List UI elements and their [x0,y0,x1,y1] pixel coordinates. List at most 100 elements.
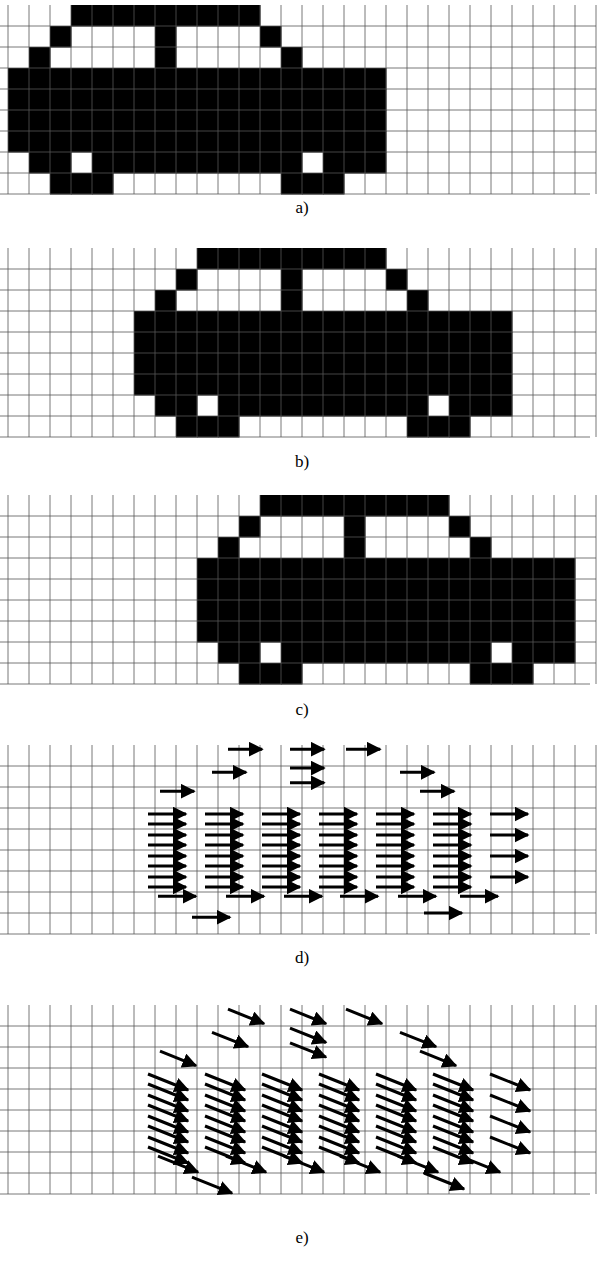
car-pixel [344,642,366,664]
car-pixel [470,558,492,580]
grid-line [239,1005,240,1194]
car-pixel [407,290,429,312]
car-pixel [71,89,93,111]
grid-line [8,248,9,437]
grid-line [0,26,596,27]
motion-arrow [319,876,357,879]
car-pixel [155,353,177,375]
grid-panel [0,248,596,438]
car-pixel [407,579,429,601]
motion-arrow [262,876,300,879]
motion-arrow [376,844,414,847]
motion-arrow [376,876,414,879]
car-pixel [470,621,492,643]
car-pixel [281,68,303,90]
car-pixel [470,353,492,375]
car-pixel [281,290,303,312]
car-pixel [239,5,261,27]
car-pixel [323,353,345,375]
grid-line [197,248,198,437]
car-pixel [365,89,387,111]
car-pixel [218,395,240,417]
car-pixel [470,374,492,396]
motion-arrow [490,876,528,879]
motion-arrow [490,1095,530,1111]
motion-arrow [205,855,243,858]
car-pixel [155,68,177,90]
car-pixel [155,311,177,333]
grid-line [491,495,492,684]
motion-arrow [212,771,246,774]
car-pixel [260,131,282,153]
car-pixel [470,537,492,559]
car-pixel [218,248,240,270]
car-pixel [197,332,219,354]
car-pixel [554,600,576,622]
car-pixel [428,416,450,438]
panel-label: c) [0,700,604,720]
car-pixel [113,89,135,111]
grid-line [71,5,72,194]
car-pixel [281,579,303,601]
grid-line [50,5,51,194]
grid-line [0,68,596,69]
car-pixel [155,47,177,69]
motion-arrow [376,813,414,816]
car-pixel [302,173,324,195]
grid-line [134,495,135,684]
grid-line [0,290,596,291]
motion-arrow [319,886,357,889]
car-pixel [428,495,450,517]
grid-line [0,1026,596,1027]
car-pixel [260,68,282,90]
grid-line [323,1005,324,1194]
car-pixel [386,642,408,664]
grid-line [386,495,387,684]
grid-line [197,745,198,934]
grid-line [71,1005,72,1194]
grid-line [365,495,366,684]
motion-arrow [192,1177,232,1193]
car-pixel [176,131,198,153]
car-pixel [218,353,240,375]
grid-line [0,1194,590,1195]
grid-line [281,248,282,437]
grid-line [239,495,240,684]
car-pixel [260,311,282,333]
car-pixel [344,131,366,153]
motion-arrow [284,1156,324,1172]
motion-arrow [148,855,186,858]
grid-line [0,131,596,132]
motion-arrow [433,844,471,847]
car-pixel [323,642,345,664]
car-pixel [134,152,156,174]
car-pixel [281,558,303,580]
car-pixel [323,152,345,174]
motion-arrow [284,895,322,898]
motion-arrow [376,865,414,868]
grid-line [0,332,596,333]
grid-line [155,5,156,194]
grid-line [218,5,219,194]
car-pixel [92,110,114,132]
motion-arrow [490,855,528,858]
grid-line [575,248,576,437]
car-pixel [218,110,240,132]
car-pixel [197,416,219,438]
motion-arrow [228,1009,264,1023]
motion-arrow [460,1156,500,1172]
car-pixel [323,579,345,601]
car-pixel [50,26,72,48]
car-pixel [71,173,93,195]
car-pixel [71,131,93,153]
car-pixel [92,173,114,195]
motion-arrow [319,813,357,816]
grid-line [0,642,596,643]
car-pixel [176,89,198,111]
grid-line [71,745,72,934]
motion-arrow [398,1156,438,1172]
car-pixel [176,311,198,333]
car-pixel [344,374,366,396]
grid-line [533,745,534,934]
car-pixel [428,353,450,375]
